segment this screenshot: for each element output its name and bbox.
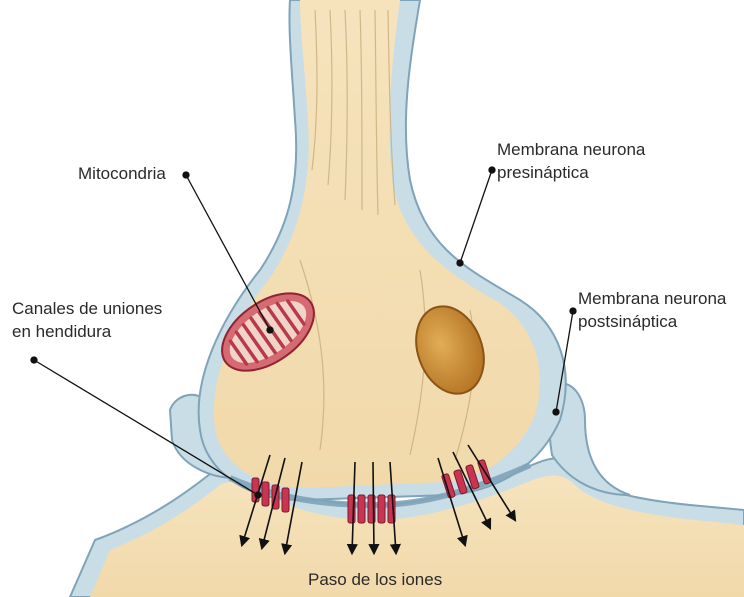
label-mitochondria: Mitocondria [78,162,166,185]
channel-group-center [348,495,395,523]
presynaptic-neuron [199,0,566,500]
label-postsynaptic-line2: postsináptica [578,310,726,333]
label-mitochondria-text: Mitocondria [78,162,166,185]
label-gap-junction-line1: Canales de uniones [12,297,162,320]
label-gap-junction-line2: en hendidura [12,320,162,343]
label-postsynaptic-line1: Membrana neurona [578,287,726,310]
label-gap-junction-channels: Canales de uniones en hendidura [12,297,162,343]
label-ion-flow-text: Paso de los iones [308,568,442,591]
label-presynaptic-membrane: Membrana neurona presináptica [497,138,645,184]
label-presynaptic-line1: Membrana neurona [497,138,645,161]
label-ion-flow: Paso de los iones [308,568,442,591]
label-postsynaptic-membrane: Membrana neurona postsináptica [578,287,726,333]
label-presynaptic-line2: presináptica [497,161,645,184]
